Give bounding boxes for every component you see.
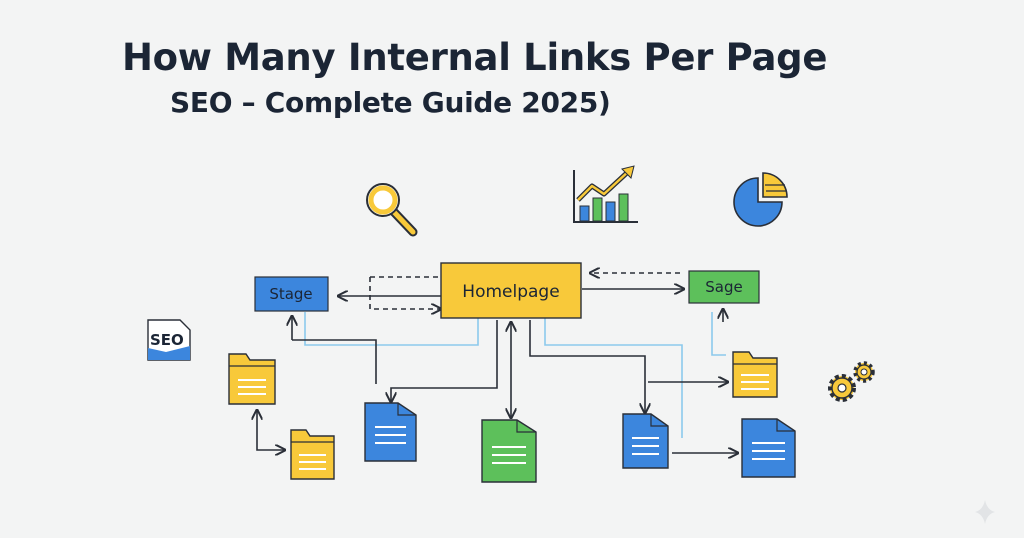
dashed-arrow-bottom: [369, 277, 441, 309]
homepage-node[interactable]: Homelpage: [440, 262, 582, 319]
document-icon[interactable]: [622, 413, 669, 469]
page-subtitle: SEO – Complete Guide 2025): [170, 86, 611, 119]
seo-badge-label: SEO: [150, 331, 184, 349]
seo-document-icon: SEO: [147, 319, 191, 361]
light-connectors: [304, 312, 726, 438]
connector-stage-home: [304, 312, 479, 346]
sage-label: Sage: [705, 278, 742, 296]
page-title: How Many Internal Links Per Page: [122, 36, 828, 79]
homepage-label: Homelpage: [462, 282, 559, 302]
connector-stage-folder: [292, 339, 377, 384]
stage-label: Stage: [269, 285, 312, 303]
connector-sage-folder: [711, 312, 726, 356]
arrow-home-to-doc-right: [529, 320, 645, 413]
pie-chart-icon: [733, 172, 788, 227]
arrow-folder-to-folder: [257, 410, 285, 450]
sparkle-icon: [975, 500, 995, 524]
document-icon[interactable]: [364, 402, 417, 462]
magnifier-icon: [366, 183, 418, 237]
document-icon[interactable]: [481, 419, 537, 483]
dark-arrows: [257, 273, 738, 453]
bar-chart-icon: [573, 165, 638, 223]
gears-icon: [828, 361, 875, 402]
sage-node[interactable]: Sage: [688, 270, 760, 304]
folder-icon[interactable]: [732, 351, 778, 398]
connector-home-right: [544, 318, 683, 438]
folder-icon[interactable]: [228, 353, 276, 405]
arrow-home-to-doc-blue: [391, 320, 498, 402]
folder-icon[interactable]: [290, 429, 335, 480]
document-icon[interactable]: [741, 418, 796, 478]
stage-node[interactable]: Stage: [254, 276, 329, 312]
